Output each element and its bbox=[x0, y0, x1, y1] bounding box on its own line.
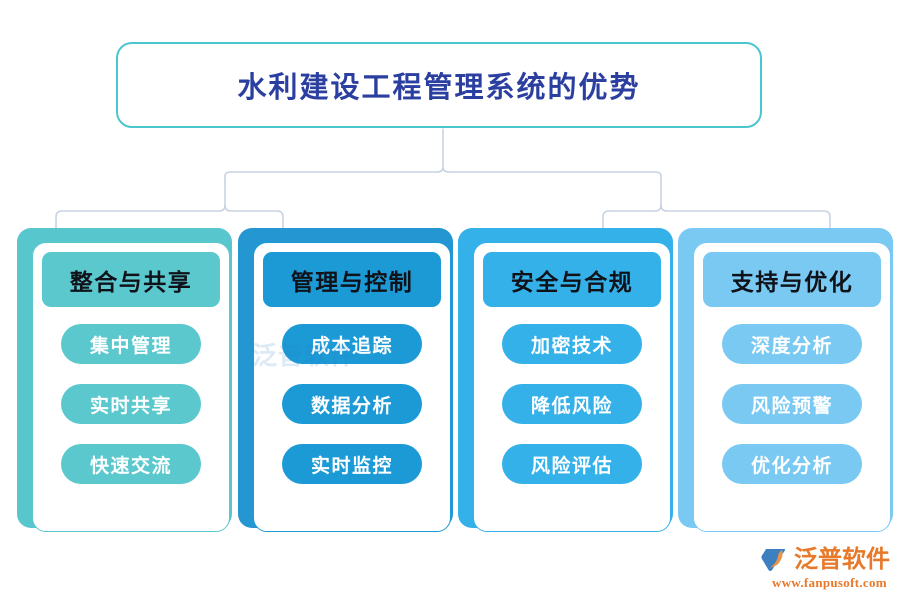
list-item-label: 优化分析 bbox=[750, 454, 833, 477]
brand-logo-name: 泛普软件 bbox=[794, 545, 890, 573]
connector-branch-3 bbox=[602, 179, 662, 233]
brand-logo: 泛普软件 www.fanpusoft.com bbox=[760, 546, 894, 592]
item-list-3: 加密技术 降低风险 风险评估 bbox=[502, 324, 642, 484]
item-list-2: 成本追踪 数据分析 实时监控 bbox=[282, 324, 422, 484]
list-item-label: 数据分析 bbox=[310, 394, 393, 417]
brand-logo-url: www.fanpusoft.com bbox=[772, 575, 887, 590]
card-header-label: 支持与优化 bbox=[730, 268, 854, 296]
item-list-4: 深度分析 风险预警 优化分析 bbox=[722, 324, 862, 484]
list-item[interactable]: 优化分析 bbox=[722, 444, 862, 484]
list-item-label: 风险评估 bbox=[530, 454, 613, 477]
card-header-label: 管理与控制 bbox=[290, 268, 414, 296]
list-item-label: 集中管理 bbox=[89, 334, 172, 357]
card-panel: 安全与合规 加密技术 降低风险 风险评估 bbox=[473, 242, 671, 532]
card-header-1: 整合与共享 bbox=[42, 252, 220, 307]
card-panel: 整合与共享 集中管理 实时共享 快速交流 bbox=[32, 242, 230, 532]
list-item[interactable]: 风险预警 bbox=[722, 384, 862, 424]
list-item-label: 加密技术 bbox=[530, 334, 613, 357]
card-panel: 支持与优化 深度分析 风险预警 优化分析 bbox=[693, 242, 891, 532]
card-panel: 管理与控制 成本追踪 数据分析 实时监控 bbox=[253, 242, 451, 532]
card-header-4: 支持与优化 bbox=[703, 252, 881, 307]
fanpu-logo-mark bbox=[761, 549, 786, 571]
list-item-label: 成本追踪 bbox=[310, 334, 393, 357]
list-item-label: 实时监控 bbox=[310, 454, 393, 477]
connector-top-right bbox=[442, 166, 662, 181]
card-header-label: 安全与合规 bbox=[510, 268, 634, 296]
list-item-label: 实时共享 bbox=[89, 394, 172, 417]
list-item[interactable]: 降低风险 bbox=[502, 384, 642, 424]
list-item[interactable]: 深度分析 bbox=[722, 324, 862, 364]
list-item[interactable]: 成本追踪 bbox=[282, 324, 422, 364]
list-item[interactable]: 集中管理 bbox=[61, 324, 201, 364]
root-title-node: 水利建设工程管理系统的优势 bbox=[116, 42, 762, 128]
category-card-3[interactable]: 安全与合规 加密技术 降低风险 风险评估 bbox=[458, 228, 673, 532]
list-item[interactable]: 实时监控 bbox=[282, 444, 422, 484]
list-item[interactable]: 加密技术 bbox=[502, 324, 642, 364]
connector-top-left bbox=[224, 166, 444, 181]
list-item-label: 风险预警 bbox=[750, 394, 833, 417]
list-item[interactable]: 风险评估 bbox=[502, 444, 642, 484]
list-item-label: 降低风险 bbox=[530, 394, 613, 417]
connector-branch-1 bbox=[55, 179, 226, 233]
list-item[interactable]: 实时共享 bbox=[61, 384, 201, 424]
list-item-label: 快速交流 bbox=[89, 454, 172, 477]
category-card-4[interactable]: 支持与优化 深度分析 风险预警 优化分析 bbox=[678, 228, 893, 532]
category-card-2[interactable]: 管理与控制 成本追踪 数据分析 实时监控 bbox=[238, 228, 453, 532]
card-header-2: 管理与控制 bbox=[263, 252, 441, 307]
list-item[interactable]: 快速交流 bbox=[61, 444, 201, 484]
card-header-3: 安全与合规 bbox=[483, 252, 661, 307]
category-card-1[interactable]: 整合与共享 集中管理 实时共享 快速交流 bbox=[17, 228, 232, 532]
list-item[interactable]: 数据分析 bbox=[282, 384, 422, 424]
list-item-label: 深度分析 bbox=[750, 334, 833, 357]
page-title: 水利建设工程管理系统的优势 bbox=[237, 70, 641, 104]
card-header-label: 整合与共享 bbox=[69, 268, 193, 296]
item-list-1: 集中管理 实时共享 快速交流 bbox=[61, 324, 201, 484]
